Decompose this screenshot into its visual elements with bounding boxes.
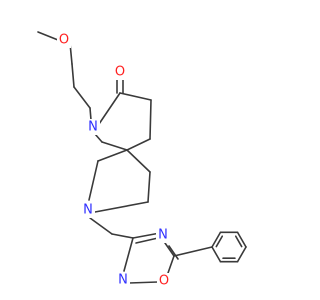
bond-c5-phenyl <box>173 246 213 257</box>
bonds-group <box>37 31 247 284</box>
bond-spiro-pip-l <box>97 149 128 162</box>
bond-pip-r-down <box>147 171 151 203</box>
oxadiazole-n2-label: N <box>118 273 128 288</box>
bond-pip-l-n <box>88 160 99 201</box>
bond-c2-c3 <box>73 86 91 109</box>
bond-spiro-pip-r <box>126 149 151 173</box>
atom-labels-group: O O N N N N O <box>57 32 171 289</box>
oxadiazole-n4-atom: N <box>156 227 170 243</box>
bond-c3-n <box>89 107 92 121</box>
bond-n4-c5 <box>164 242 175 257</box>
bond-spiro-ch2n <box>101 141 128 151</box>
bond-o1-c5 <box>167 255 175 274</box>
bond-c1-c2 <box>71 63 75 88</box>
bond-phenyl-inner-2 <box>234 235 243 248</box>
bond-phenyl-3 <box>236 246 247 263</box>
bond-phenyl-0 <box>211 231 222 248</box>
carbonyl-oxygen-atom: O <box>113 64 127 80</box>
bond-n4-c5-double <box>168 245 179 260</box>
amide-nitrogen-atom: N <box>86 119 100 135</box>
bond-methyl-o <box>37 31 59 41</box>
amide-nitrogen-label: N <box>88 120 98 135</box>
piperidine-nitrogen-atom: N <box>81 202 95 218</box>
oxadiazole-o1-atom: O <box>157 273 171 289</box>
bond-carbonyl-c-ch2 <box>119 92 152 101</box>
bond-ch2n-n <box>94 133 103 143</box>
carbonyl-oxygen-label: O <box>115 65 125 80</box>
bond-ch2-c3ox <box>111 233 134 239</box>
methoxy-oxygen-atom: O <box>57 32 71 48</box>
bond-c3-n4 <box>132 232 161 239</box>
methoxy-oxygen-label: O <box>59 33 69 48</box>
bond-ch2-spiro <box>126 138 151 151</box>
bond-phenyl-inner-0 <box>215 235 224 248</box>
oxadiazole-n4-label: N <box>158 228 168 243</box>
bond-pip-r-n <box>94 201 149 213</box>
structure-canvas: O O N N N N O <box>37 31 247 289</box>
oxadiazole-n2-atom: N <box>116 272 130 288</box>
piperidine-nitrogen-label: N <box>83 203 93 218</box>
bond-phenyl-2 <box>236 231 247 248</box>
bond-n-ch2 <box>89 217 113 235</box>
bond-phenyl-5 <box>211 246 222 263</box>
bond-c3-n2 <box>123 237 134 272</box>
molecule-structure: O O N N N N O <box>37 31 247 289</box>
bond-n2-o1 <box>128 281 159 284</box>
oxadiazole-o1-label: O <box>159 274 169 289</box>
bond-n-carbonyl-c <box>98 92 121 125</box>
bond-c3-n4-double <box>135 237 159 244</box>
bond-ch2-ch2 <box>149 99 152 140</box>
